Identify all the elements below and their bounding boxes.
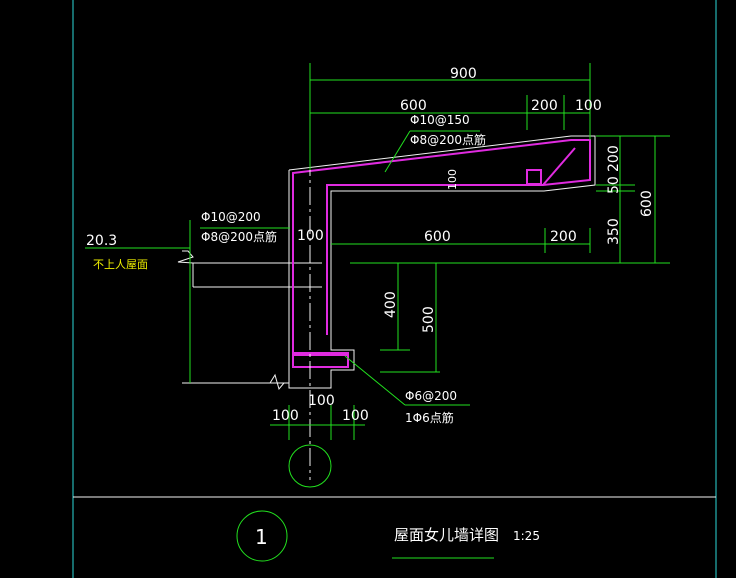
label-wall-main: Φ10@200 <box>201 210 261 224</box>
dim-left-400: 400 <box>383 291 399 318</box>
dimension-texts: 900 600 200 100 200 50 350 600 100 600 2… <box>272 66 655 424</box>
dimension-lines <box>85 63 670 440</box>
detail-number: 1 <box>255 525 268 549</box>
detail-number-circle <box>236 510 288 562</box>
dim-bottom-100a: 100 <box>272 408 299 424</box>
dim-top-200: 200 <box>531 98 558 114</box>
dim-mid-200: 200 <box>550 229 577 245</box>
label-top-main: Φ10@150 <box>410 113 470 127</box>
elevation-note: 不上人屋面 <box>93 258 148 271</box>
dim-right-600: 600 <box>639 190 655 217</box>
dim-left-500: 500 <box>421 306 437 333</box>
dim-right-50: 50 <box>606 176 622 194</box>
parapet-outline <box>177 135 596 391</box>
drawing-frame <box>72 0 717 578</box>
detail-scale: 1:25 <box>513 529 540 543</box>
dim-bottom-100c: 100 <box>342 408 369 424</box>
elevation-marker: 20.3 不上人屋面 <box>86 233 148 271</box>
dim-mid-600: 600 <box>424 229 451 245</box>
rebar-annotations: Φ10@150 Φ8@200点筋 Φ10@200 Φ8@200点筋 Φ6@200… <box>201 113 486 425</box>
detail-title: 屋面女儿墙详图 <box>394 526 499 544</box>
rebar-lines <box>292 139 591 368</box>
dim-right-350: 350 <box>606 218 622 245</box>
dim-mid-100: 100 <box>297 228 324 244</box>
label-wall-dist: Φ8@200点筋 <box>201 229 277 244</box>
dim-top-total: 900 <box>450 66 477 82</box>
axis-bubble <box>288 444 332 488</box>
dim-bottom-100b: 100 <box>308 393 335 409</box>
elevation-value: 20.3 <box>86 233 117 249</box>
dim-beam-100: 100 <box>446 169 459 190</box>
dim-top-600: 600 <box>400 98 427 114</box>
label-top-dist: Φ8@200点筋 <box>410 132 486 147</box>
dim-right-200: 200 <box>606 145 622 172</box>
dim-top-100: 100 <box>575 98 602 114</box>
title-block: 1 屋面女儿墙详图 1:25 <box>236 510 540 562</box>
label-bottom-main: Φ6@200 <box>405 389 457 403</box>
label-bottom-dist: 1Φ6点筋 <box>405 410 454 425</box>
